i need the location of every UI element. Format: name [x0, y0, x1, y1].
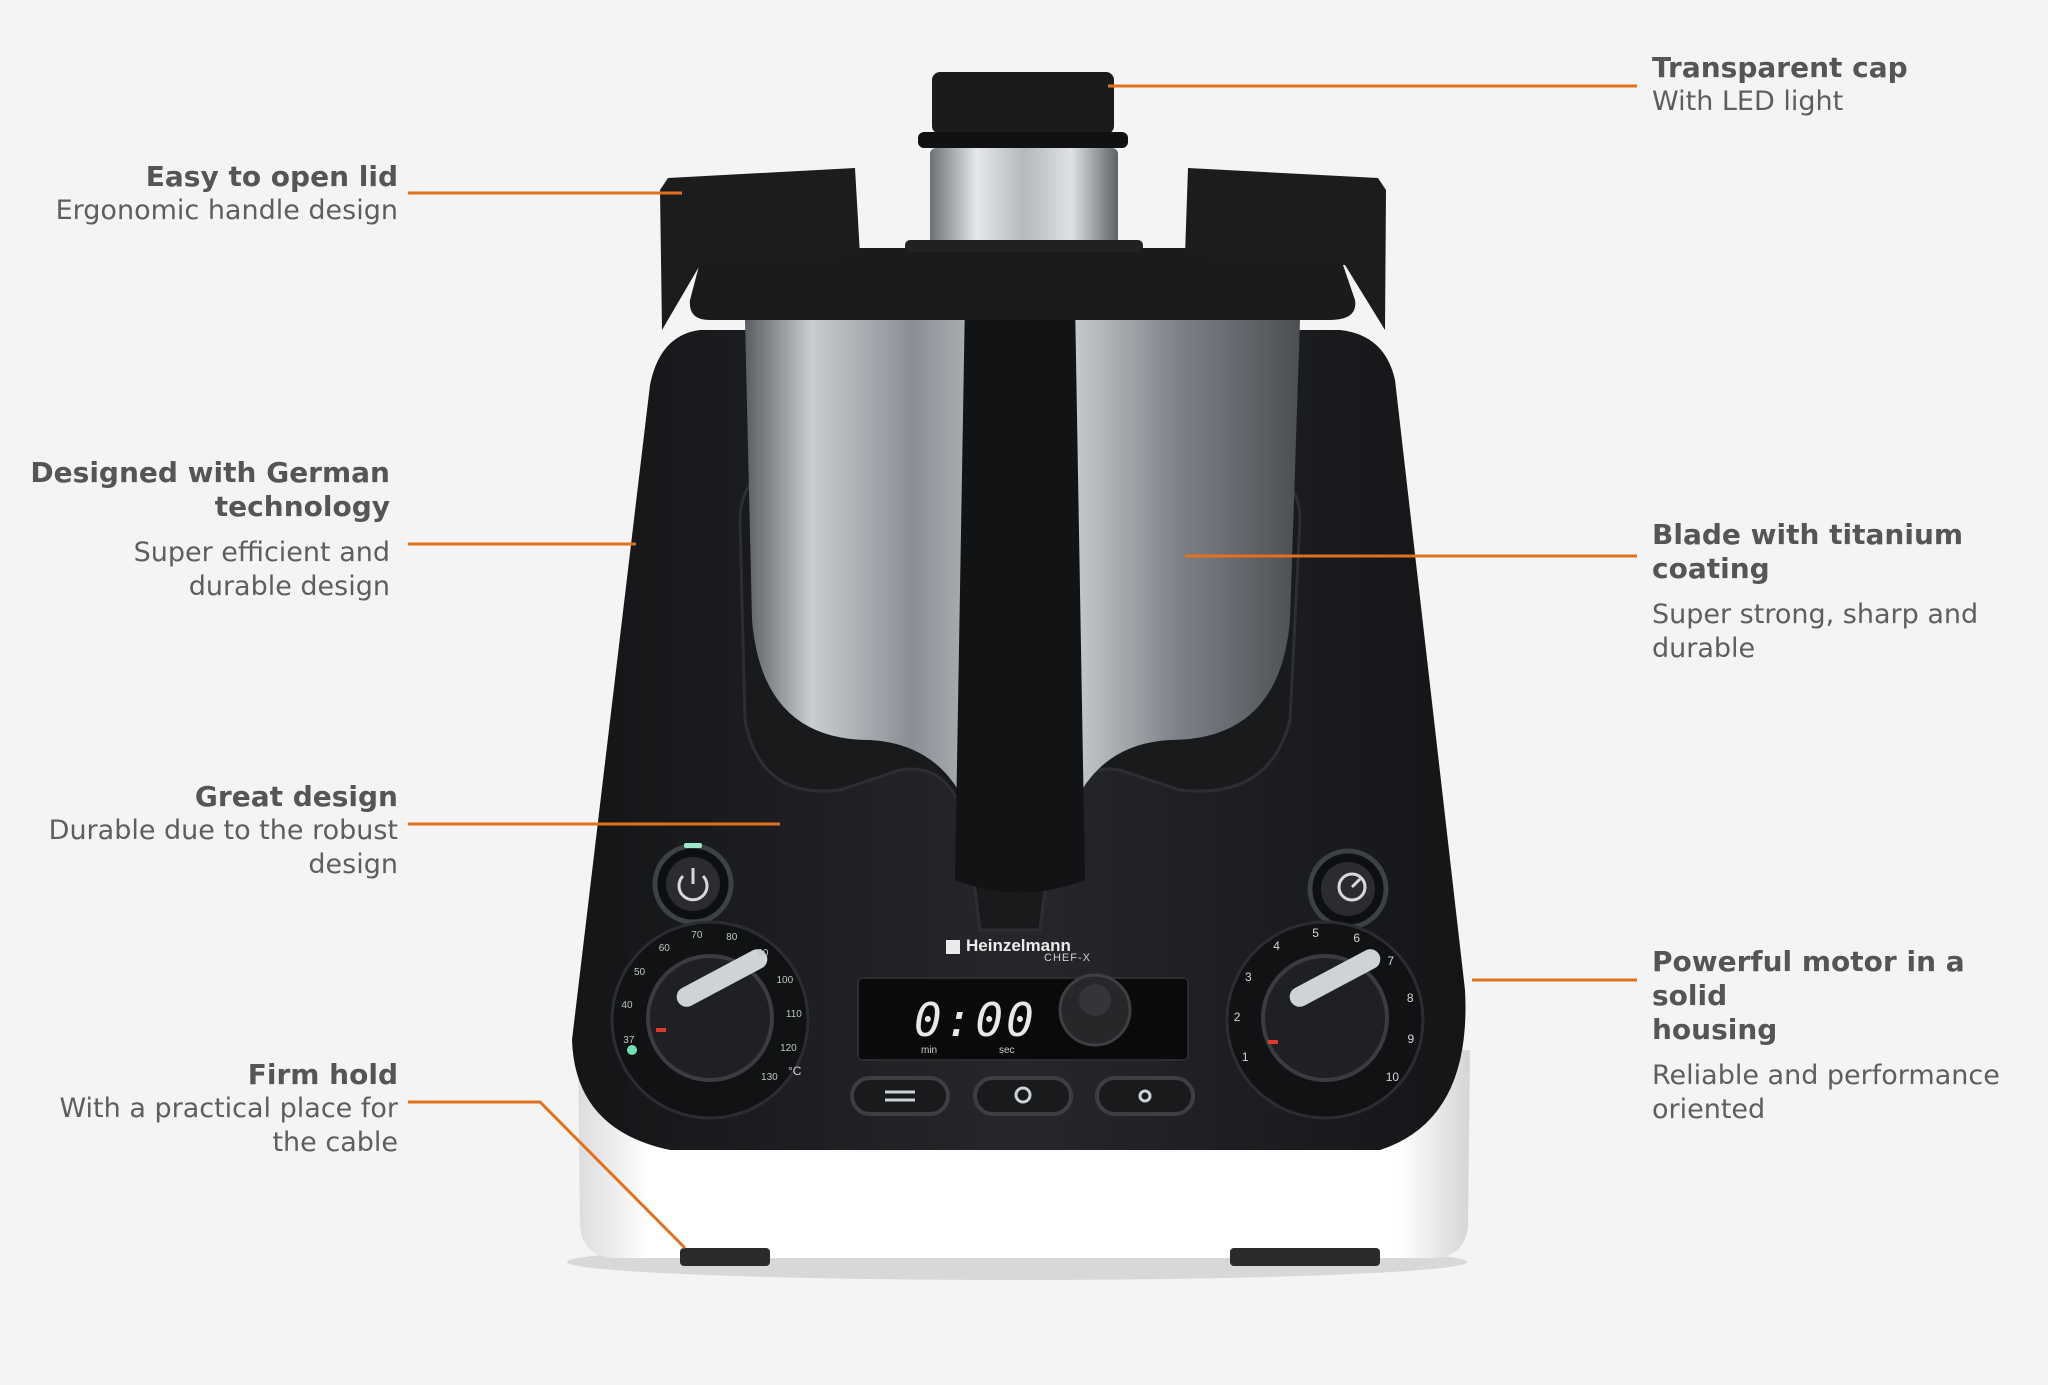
temp-unit-label: °C	[788, 1064, 802, 1078]
brand-logo-icon	[946, 940, 960, 954]
dial-tick-label: 8	[1406, 991, 1414, 1006]
callout-desc-line2: design	[308, 849, 398, 880]
callout-title-line1: Blade with titanium	[1652, 518, 1964, 551]
dial-tick-label: 7	[1387, 954, 1395, 969]
lid	[689, 248, 1356, 320]
dial-tick-label: 6	[1353, 930, 1361, 945]
dial-tick-label: 80	[726, 931, 738, 943]
callout-desc-line1: Durable due to the robust	[48, 815, 398, 846]
callout-firm-hold: Firm hold With a practical place for the…	[18, 1058, 398, 1160]
leader-line	[408, 1100, 687, 1250]
pulse-button	[1095, 1076, 1195, 1116]
callout-desc-line1: Super strong, sharp and	[1652, 599, 1979, 630]
temp-dial	[646, 954, 774, 1082]
callout-title-line1: Powerful motor in a solid	[1652, 945, 1965, 1012]
callout-blade: Blade with titanium coating Super strong…	[1652, 518, 2032, 666]
dial-tick-label: 10	[1385, 1069, 1400, 1084]
callout-desc-line2: durable	[1652, 633, 1756, 664]
model-label: CHEF-X	[1044, 952, 1091, 964]
dial-tick-label: 120	[780, 1043, 797, 1055]
callout-title-line2: technology	[214, 490, 390, 523]
callout-easy-lid: Easy to open lid Ergonomic handle design	[18, 160, 398, 228]
dial-tick-label: 100	[776, 974, 794, 986]
dial-tick-label: 70	[691, 930, 703, 942]
callout-title-line1: Designed with German	[30, 456, 390, 489]
base-foot-right	[1230, 1248, 1380, 1266]
display-time: 0:00	[914, 993, 1037, 1047]
dial-tick-label: 40	[621, 999, 633, 1011]
callout-great-design: Great design Durable due to the robust d…	[18, 780, 398, 882]
cap-glass	[930, 148, 1118, 248]
callout-desc: With LED light	[1652, 86, 1844, 117]
callout-transparent-cap: Transparent cap With LED light	[1652, 51, 2032, 119]
callout-title-line2: housing	[1652, 1013, 1778, 1046]
brand-label: Heinzelmann	[966, 936, 1071, 956]
dial-tick-label: 37	[623, 1034, 635, 1046]
dial-tick-label: 60	[658, 942, 670, 954]
dial-tick-label: 9	[1407, 1032, 1415, 1047]
speed-dial	[1261, 954, 1389, 1082]
dial-tick-label: 1	[1241, 1050, 1249, 1065]
callout-desc-line2: the cable	[272, 1127, 398, 1158]
callout-title-line2: coating	[1652, 552, 1770, 585]
lid-handle-left	[660, 168, 860, 330]
base-foot-left	[680, 1248, 770, 1266]
cap-glass-rim	[905, 240, 1143, 252]
display-sec-label: sec	[999, 1045, 1015, 1056]
callout-german-tech: Designed with German technology Super ef…	[10, 456, 390, 604]
callout-title: Easy to open lid	[145, 160, 398, 193]
dial-tick-label: 5	[1312, 925, 1319, 940]
callout-desc-line2: oriented	[1652, 1094, 1766, 1125]
callout-motor: Powerful motor in a solid housing Reliab…	[1652, 945, 2032, 1127]
dial-tick-label: 3	[1245, 969, 1252, 984]
bowl-handle	[955, 292, 1085, 893]
callout-desc: Ergonomic handle design	[55, 195, 398, 226]
dial-tick-label: 130	[761, 1072, 778, 1084]
callout-desc-line2: durable design	[188, 571, 390, 602]
turbo-button	[973, 1076, 1073, 1116]
cap-top	[932, 72, 1114, 134]
callout-desc-line1: With a practical place for	[59, 1093, 398, 1124]
callout-desc-line1: Reliable and performance	[1652, 1060, 2000, 1091]
cap-top-rim	[918, 132, 1128, 148]
display-min-label: min	[921, 1045, 938, 1056]
dial-tick-label: 50	[633, 967, 646, 979]
callout-title: Firm hold	[247, 1058, 398, 1091]
lid-handle-right	[1185, 168, 1386, 330]
callout-title: Great design	[194, 780, 398, 813]
dial-tick-label: 110	[785, 1008, 802, 1020]
dial-tick-label: 2	[1233, 1009, 1241, 1024]
reverse-button	[850, 1076, 950, 1116]
callout-desc-line1: Super efficient and	[133, 537, 390, 568]
callout-title: Transparent cap	[1652, 51, 1908, 84]
brand-name: Heinzelmann	[966, 936, 1071, 955]
dial-tick-label: 4	[1273, 939, 1280, 954]
dial-tick-label: 90	[757, 947, 769, 959]
